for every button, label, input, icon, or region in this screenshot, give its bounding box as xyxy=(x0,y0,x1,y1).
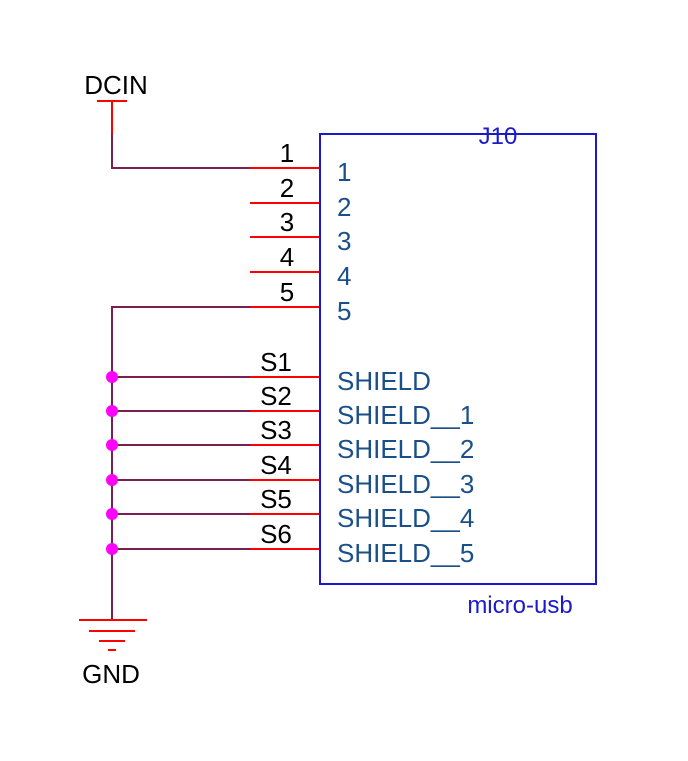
pin-number-4: 4 xyxy=(280,242,294,272)
dcin-power-symbol[interactable]: DCIN xyxy=(84,70,148,134)
pin-number-s2: S2 xyxy=(260,381,292,411)
pin-number-s3: S3 xyxy=(260,415,292,445)
junction-dot xyxy=(106,508,118,520)
pin-name-2: 2 xyxy=(337,192,351,222)
wires xyxy=(111,134,250,586)
pin-number-s6: S6 xyxy=(260,519,292,549)
pin-number-1: 1 xyxy=(280,138,294,168)
pin-name-s3: SHIELD__2 xyxy=(337,434,474,464)
pin-number-5: 5 xyxy=(280,277,294,307)
ground-icon[interactable]: GND xyxy=(79,586,147,689)
dcin-label: DCIN xyxy=(84,70,148,100)
pin-name-s4: SHIELD__3 xyxy=(337,469,474,499)
junctions xyxy=(106,371,118,555)
junction-dot xyxy=(106,543,118,555)
pin-name-s5: SHIELD__4 xyxy=(337,503,474,533)
pin-number-s4: S4 xyxy=(260,450,292,480)
pin-number-s5: S5 xyxy=(260,484,292,514)
pin-name-5: 5 xyxy=(337,296,351,326)
wire-dcin[interactable] xyxy=(111,134,250,169)
pin-name-s6: SHIELD__5 xyxy=(337,538,474,568)
pin-number-2: 2 xyxy=(280,173,294,203)
gnd-label: GND xyxy=(82,659,140,689)
pin-name-s1: SHIELD xyxy=(337,366,431,396)
pin-name-4: 4 xyxy=(337,261,351,291)
pin-name-s2: SHIELD__1 xyxy=(337,400,474,430)
wire-gnd-bus[interactable] xyxy=(111,306,250,586)
junction-dot xyxy=(106,439,118,451)
pin-number-3: 3 xyxy=(280,207,294,237)
pin-number-s1: S1 xyxy=(260,347,292,377)
junction-dot xyxy=(106,474,118,486)
pin-name-3: 3 xyxy=(337,226,351,256)
pin-name-1: 1 xyxy=(337,157,351,187)
junction-dot xyxy=(106,371,118,383)
junction-dot xyxy=(106,405,118,417)
component-refdes: J10 xyxy=(479,123,518,150)
component-value: micro-usb xyxy=(467,592,572,619)
connector-body[interactable] xyxy=(319,133,597,585)
